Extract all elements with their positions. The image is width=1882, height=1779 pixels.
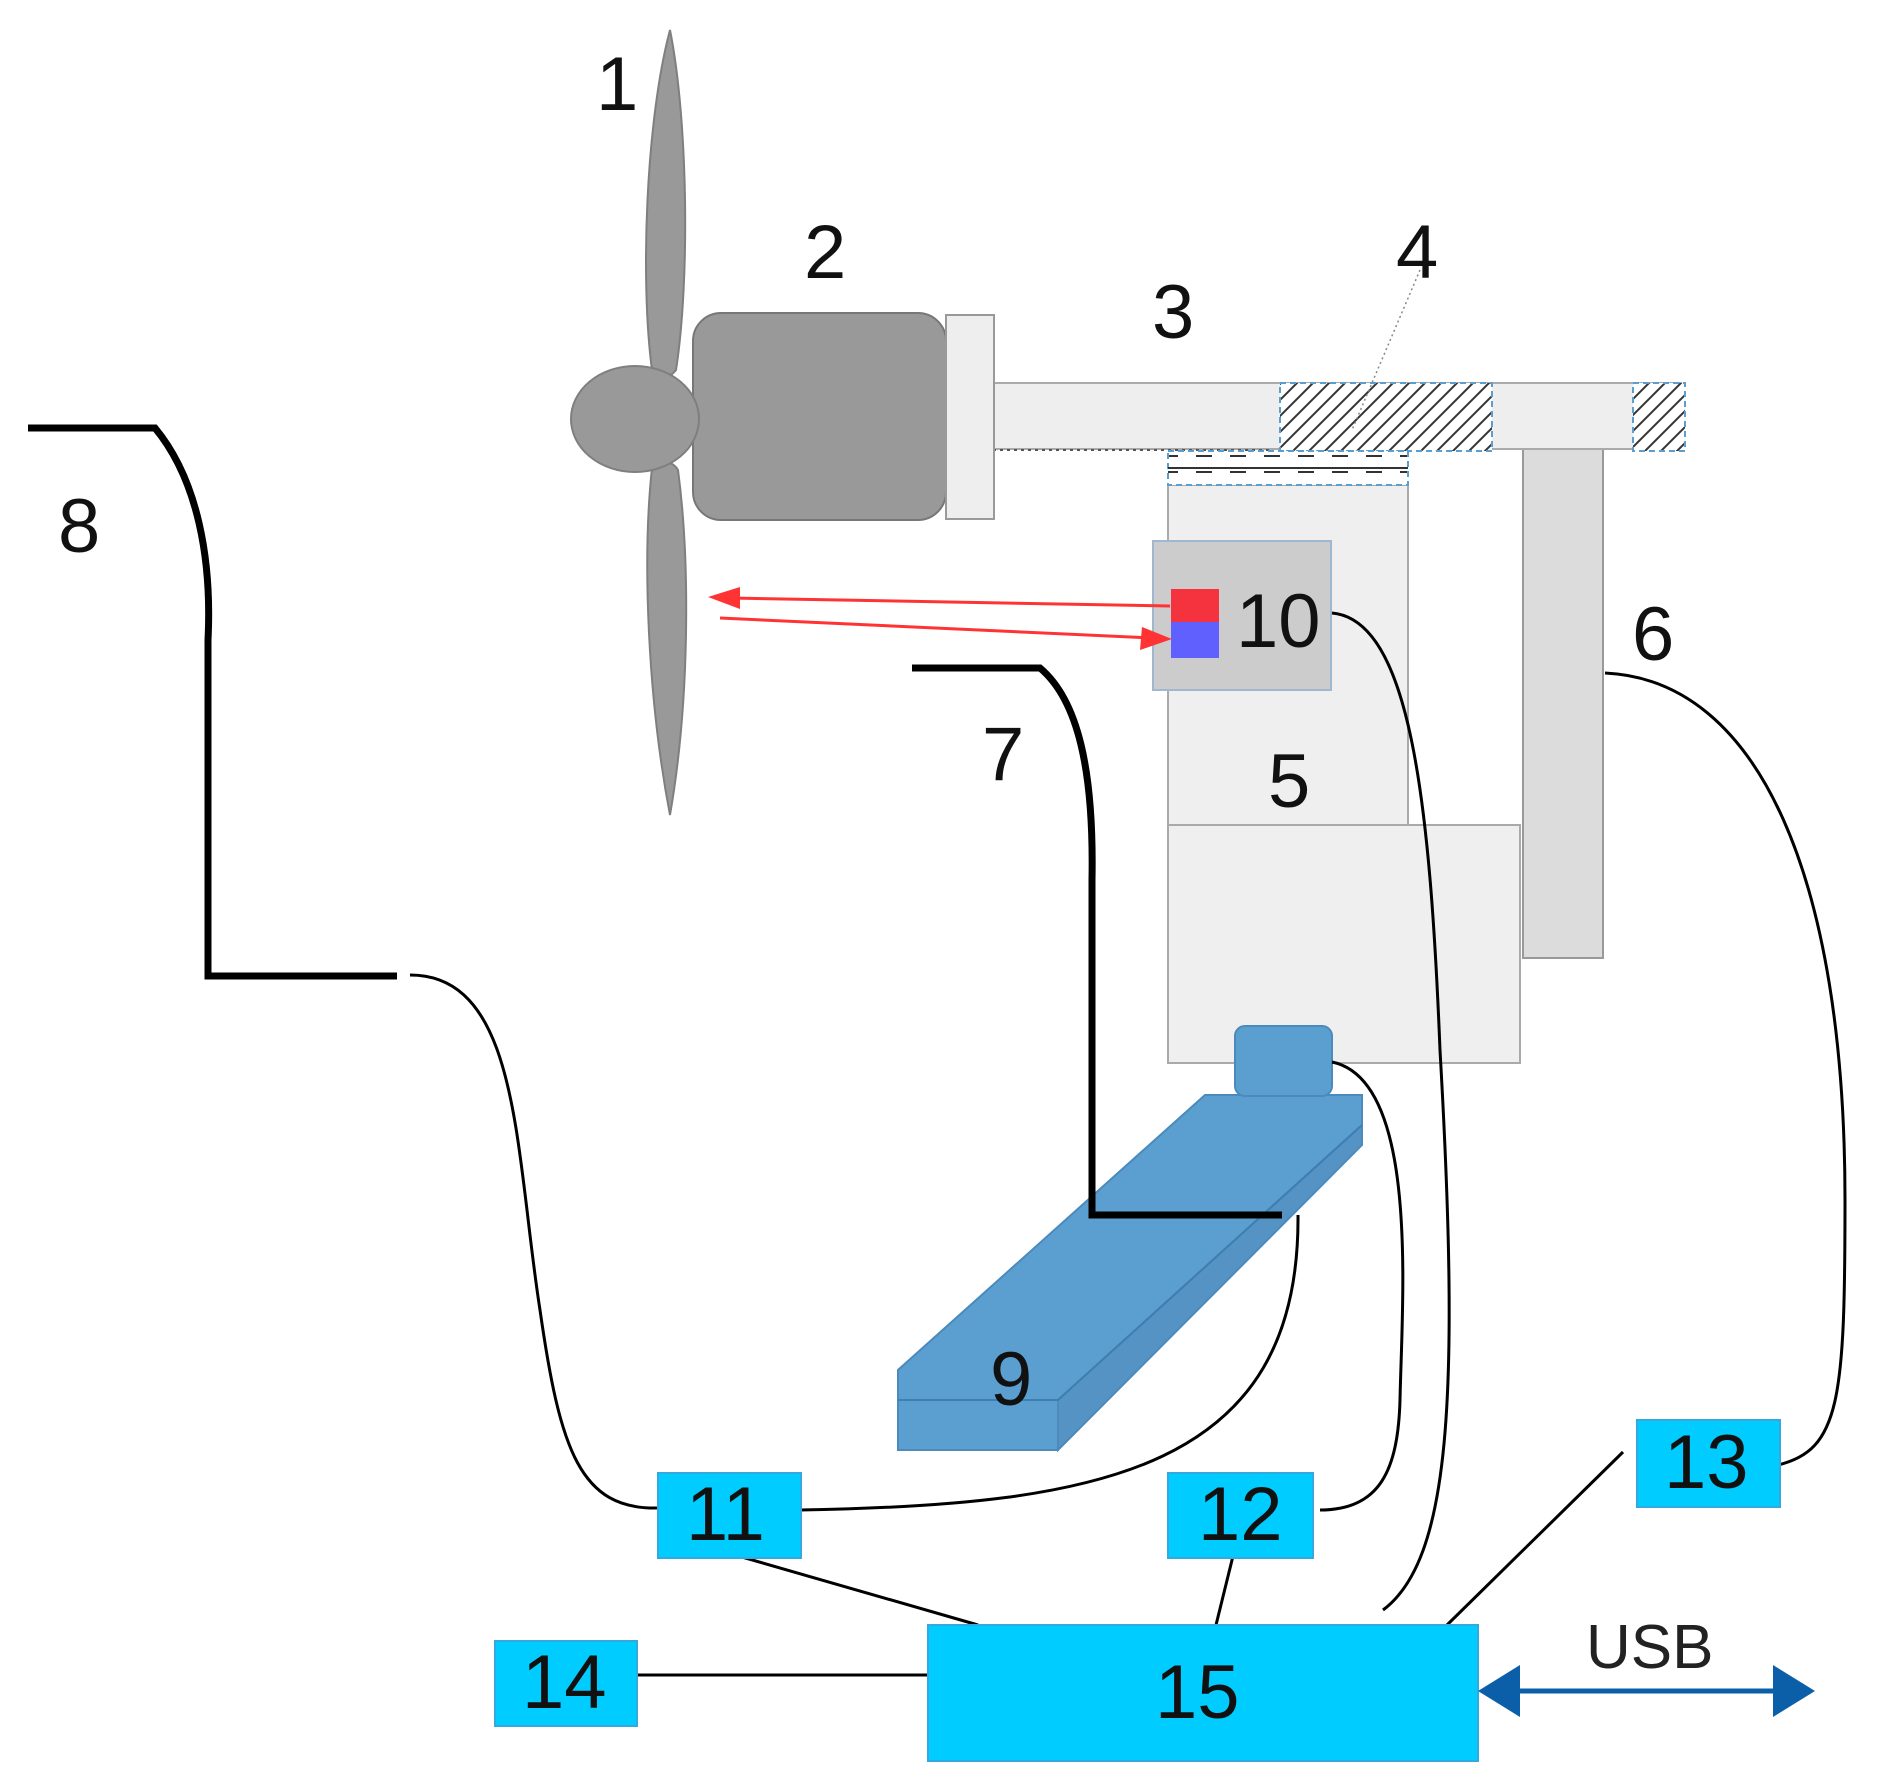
wires (409, 611, 1847, 1677)
label-9: 9 (990, 1337, 1032, 1422)
label-14: 14 (522, 1640, 607, 1725)
label-10: 10 (1236, 579, 1321, 664)
module-13 (1636, 1419, 1781, 1508)
laser-beam (708, 587, 1172, 650)
modules (494, 1419, 1781, 1762)
usb-arrow (1478, 1665, 1815, 1717)
label-12: 12 (1198, 1472, 1283, 1557)
label-1: 1 (596, 42, 638, 127)
bearing-leader-line (1351, 269, 1421, 431)
label-5: 5 (1268, 739, 1310, 824)
label-2: 2 (804, 210, 846, 295)
label-7: 7 (982, 712, 1024, 797)
label-11: 11 (686, 1472, 765, 1557)
module-14 (494, 1640, 638, 1727)
module-11 (657, 1472, 802, 1559)
sensor-block (1234, 1025, 1333, 1097)
label-13: 13 (1664, 1420, 1749, 1505)
motor (692, 312, 995, 521)
label-usb: USB (1586, 1613, 1713, 1682)
support-pillar (1522, 382, 1604, 959)
probe-7 (912, 664, 1282, 1219)
module-15 (927, 1624, 1479, 1762)
module-12 (1167, 1472, 1314, 1559)
emitter (1171, 589, 1219, 622)
probe-8 (28, 424, 397, 980)
label-8: 8 (58, 484, 100, 569)
wedge-block (897, 1025, 1363, 1453)
label-15: 15 (1155, 1650, 1240, 1735)
optical-sensor (1152, 540, 1332, 691)
receiver (1171, 622, 1219, 658)
label-4: 4 (1396, 210, 1438, 295)
bearing (1167, 269, 1686, 486)
propeller (570, 29, 700, 816)
label-6: 6 (1632, 592, 1674, 677)
label-3: 3 (1152, 270, 1194, 355)
labels: 1 2 3 4 5 6 7 8 9 10 11 12 13 14 15 USB (58, 42, 1749, 1735)
